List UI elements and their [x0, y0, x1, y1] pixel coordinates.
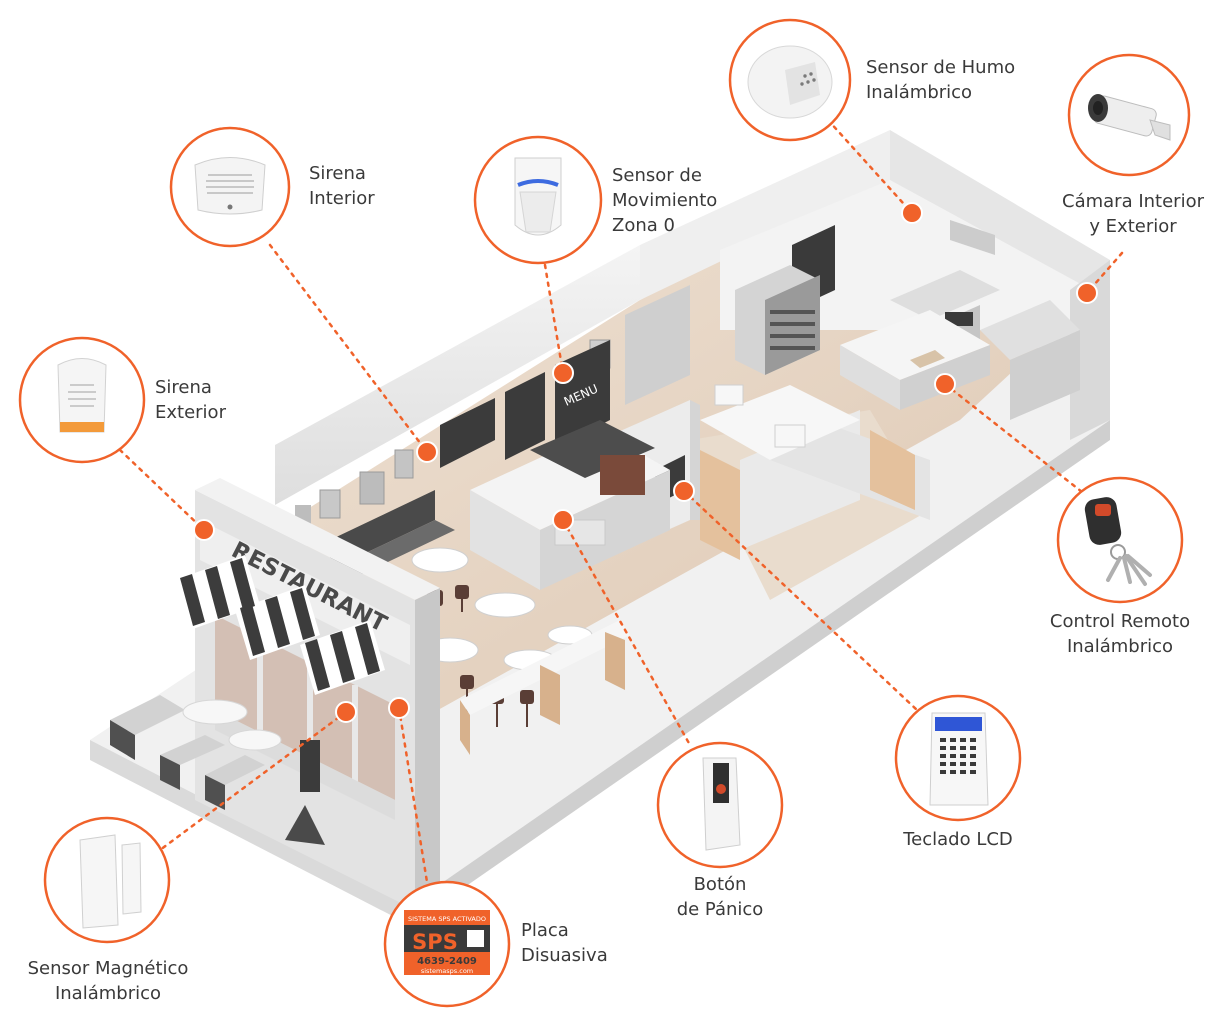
remote-control-circle: [1056, 476, 1184, 604]
label-sensor-humo: Sensor de Humo Inalámbrico: [866, 57, 1016, 103]
label-sensor-movimiento: Sensor de Movimiento Zona 0: [612, 165, 718, 236]
label-teclado: Teclado LCD: [903, 829, 1013, 850]
magnetic-sensor-icon: [79, 834, 142, 929]
label-sensor-magnetico: Sensor Magnético Inalámbrico: [27, 958, 189, 1004]
label-control-remoto: Control Remoto Inalámbrico: [1049, 611, 1191, 657]
siren-interior-circle: [169, 126, 291, 248]
hotspot-sensor-humo: [901, 202, 923, 224]
sps-plate-icon: SISTEMA SPS ACTIVADO SPS 4639-2409 siste…: [404, 910, 490, 975]
panic-button-icon: [702, 757, 741, 851]
hotspot-control-remoto: [934, 373, 956, 395]
siren-exterior-circle: [18, 336, 146, 464]
keypad-icon: [929, 712, 989, 806]
placa-web-text: sistemasps.com: [421, 967, 473, 975]
hotspot-camara: [1076, 282, 1098, 304]
placa-logo-text: SPS: [412, 930, 458, 954]
motion-sensor-circle: [473, 135, 603, 265]
label-boton-panico: Botón de Pánico: [676, 874, 764, 920]
sensor-hotspots: [193, 202, 1098, 723]
camera-icon: [1088, 94, 1171, 141]
camera-circle: [1067, 53, 1191, 177]
smoke-sensor-circle: [728, 18, 852, 142]
label-sirena-exterior: Sirena Exterior: [155, 377, 226, 423]
hotspot-placa: [388, 697, 410, 719]
placa-top-text: SISTEMA SPS ACTIVADO: [408, 915, 486, 923]
remote-control-icon: [1084, 497, 1152, 586]
placa-phone-text: 4639-2409: [417, 956, 477, 967]
hotspot-sensor-magnetico: [335, 701, 357, 723]
label-sirena-interior: Sirena Interior: [309, 163, 375, 209]
hotspot-sensor-movimiento: [552, 362, 574, 384]
label-placa: Placa Disuasiva: [521, 920, 608, 966]
motion-sensor-icon: [514, 157, 562, 236]
siren-exterior-icon: [57, 358, 107, 433]
panic-button-circle: [656, 741, 784, 869]
siren-interior-icon: [194, 157, 266, 215]
hotspot-sirena-exterior: [193, 519, 215, 541]
sps-plate-circle: SISTEMA SPS ACTIVADO SPS 4639-2409 siste…: [383, 880, 511, 1008]
keypad-circle: [894, 694, 1022, 822]
connector-lines: [118, 118, 1124, 884]
label-camara: Cámara Interior y Exterior: [1062, 191, 1204, 237]
hotspot-teclado: [673, 480, 695, 502]
hotspot-sirena-interior: [416, 441, 438, 463]
magnetic-sensor-circle: [43, 816, 171, 944]
smoke-sensor-icon: [747, 45, 833, 119]
hotspot-boton-panico: [552, 509, 574, 531]
